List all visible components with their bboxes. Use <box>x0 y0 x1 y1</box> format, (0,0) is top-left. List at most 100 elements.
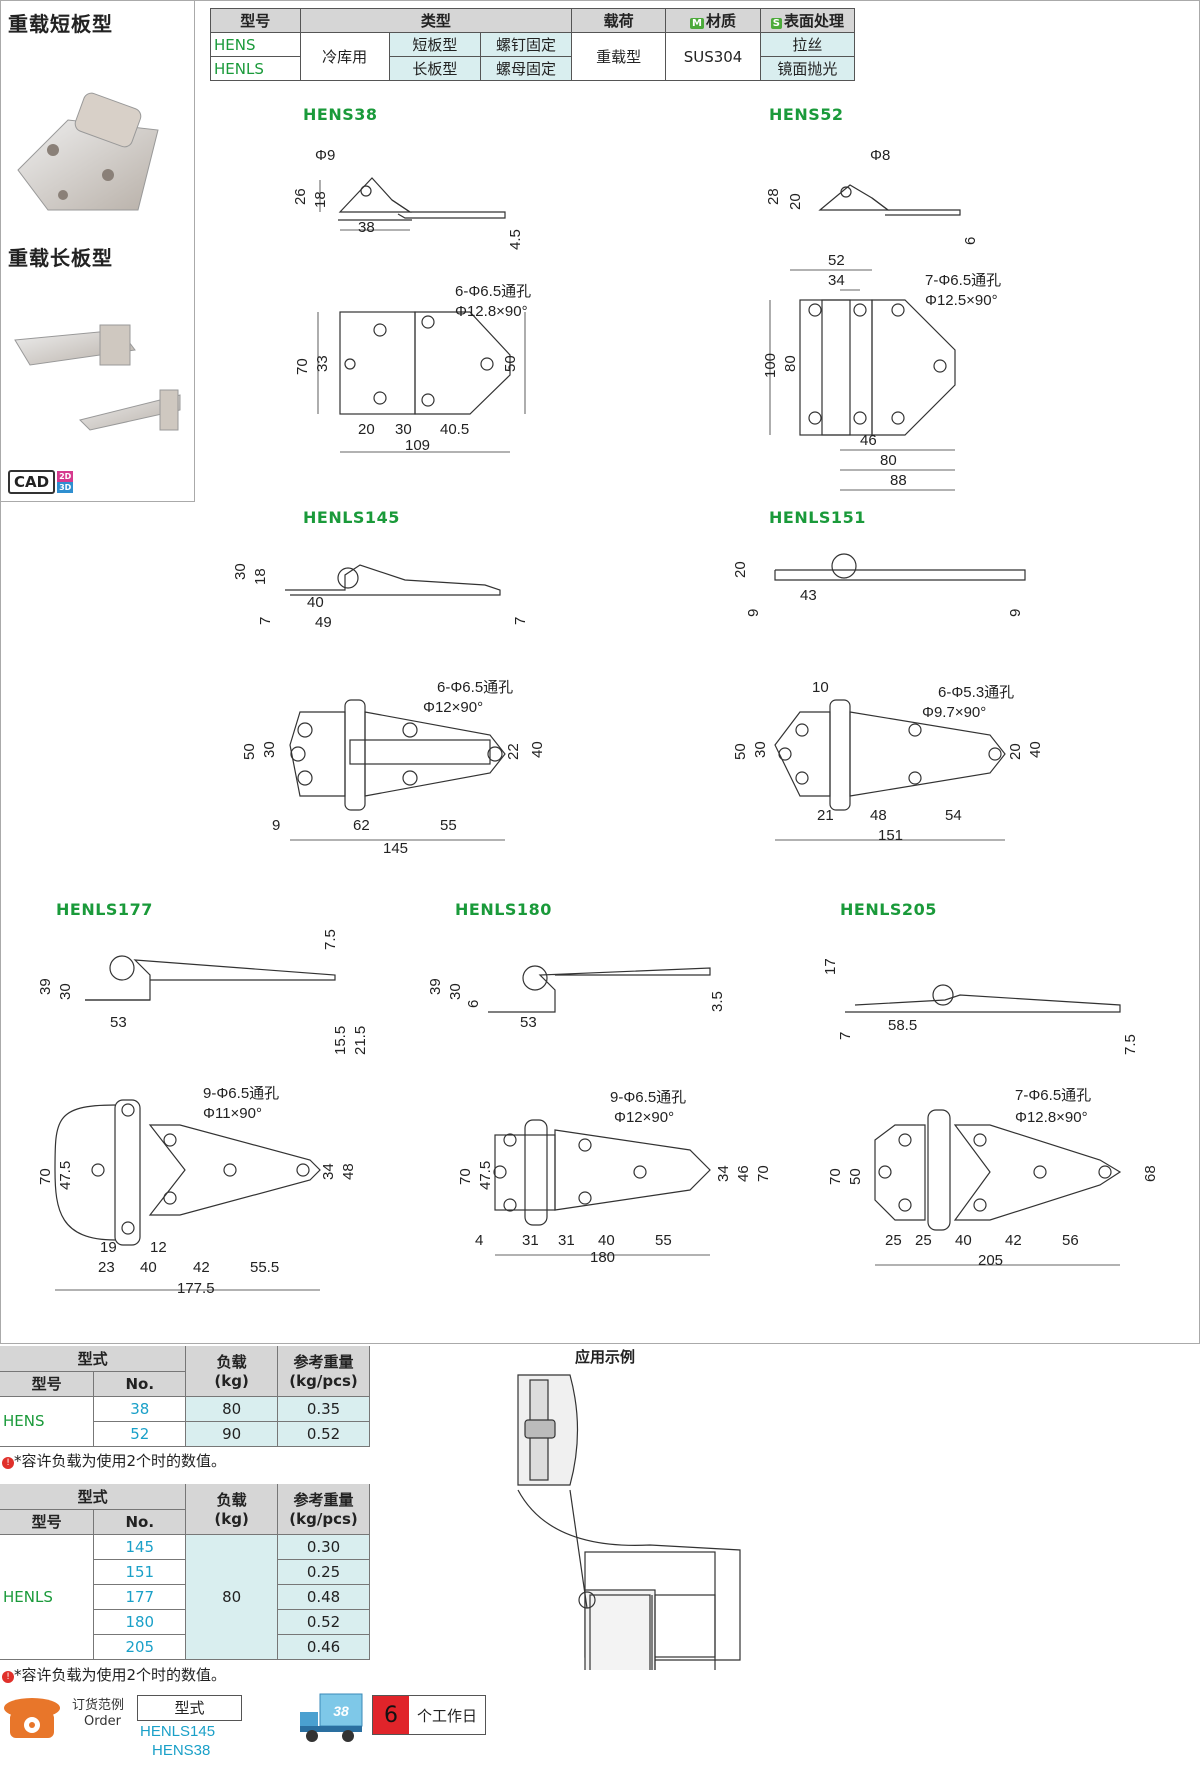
header-weight: 参考重量(kg/pcs) <box>277 1346 370 1397</box>
dim-text: 19 <box>100 1239 117 1256</box>
dim-text: 33 <box>314 355 331 372</box>
dim-text: 9-Φ6.5通孔 <box>203 1085 279 1102</box>
dim-text: 20 <box>1007 743 1024 760</box>
order-type-box: 型式 <box>137 1695 242 1721</box>
fix-cell: 螺钉固定 <box>479 32 573 57</box>
dim-text: 40.5 <box>440 421 469 438</box>
dim-text: 40 <box>955 1232 972 1249</box>
material-cell: SUS304 <box>665 32 761 81</box>
dim-text: 4 <box>475 1232 483 1249</box>
dim-text: 50 <box>241 743 258 760</box>
plate-cell: 短板型 <box>388 32 481 57</box>
dim-text: 28 <box>765 188 782 205</box>
dim-text: 6-Φ6.5通孔 <box>455 283 531 300</box>
plate-cell: 长板型 <box>388 56 481 81</box>
dim-text: 30 <box>57 983 74 1000</box>
header-load: 载荷 <box>571 8 667 33</box>
drawing-label-hens38: HENS38 <box>303 105 378 124</box>
dim-text: 40 <box>140 1259 157 1276</box>
load-cell: 重载型 <box>571 32 667 81</box>
dim-text: 56 <box>1062 1232 1079 1249</box>
header-no: No. <box>93 1509 187 1535</box>
dim-text: 9 <box>272 817 280 834</box>
dim-text: 6 <box>465 1000 482 1008</box>
dim-text: 30 <box>447 983 464 1000</box>
weight-cell: 0.46 <box>277 1634 370 1660</box>
henls180-side-view <box>488 965 711 1013</box>
dim-text: 34 <box>715 1165 732 1182</box>
dim-text: 20 <box>787 193 804 210</box>
dim-text: 4.5 <box>507 229 524 250</box>
truck-badge-number: 38 <box>333 1703 349 1719</box>
order-label-en: Order <box>84 1714 121 1729</box>
dim-text: 151 <box>878 827 903 844</box>
dim-text: 49 <box>315 614 332 631</box>
dim-text: 9-Φ6.5通孔 <box>610 1089 686 1106</box>
application-illustration <box>517 1374 741 1670</box>
dim-text: 58.5 <box>888 1017 917 1034</box>
weight-cell: 0.30 <box>277 1534 370 1560</box>
dim-text: 48 <box>870 807 887 824</box>
dim-text: 7.5 <box>322 929 339 950</box>
drawing-label-henls145: HENLS145 <box>303 508 400 527</box>
order-example-1[interactable]: HENLS145 <box>140 1723 216 1740</box>
dim-text: 100 <box>762 353 779 378</box>
weight-cell: 0.52 <box>277 1609 370 1635</box>
dim-text: 43 <box>800 587 817 604</box>
no-cell: 177 <box>93 1584 187 1610</box>
dim-text: 7.5 <box>1122 1034 1139 1055</box>
dim-text: 18 <box>312 191 329 208</box>
dim-text: 70 <box>827 1168 844 1185</box>
dim-text: 9 <box>745 609 762 617</box>
no-cell: 52 <box>93 1421 187 1447</box>
dim-text: 20 <box>732 561 749 578</box>
usage-cell: 冷库用 <box>299 32 390 81</box>
no-cell: 151 <box>93 1559 187 1585</box>
dim-text: 30 <box>232 563 249 580</box>
hens-load-table: 型式 负载(kg) 参考重量(kg/pcs) 型号 No. HENS 38 80… <box>0 1346 370 1447</box>
henls145-top-view <box>289 699 506 811</box>
henls205-top-view <box>874 1109 1122 1231</box>
henls180-top-view <box>493 1119 711 1226</box>
drawing-label-hens52: HENS52 <box>769 105 844 124</box>
dim-text: Φ8 <box>870 147 890 164</box>
model-cell: HENS <box>0 1396 95 1447</box>
order-label-cn: 订货范例 <box>72 1698 125 1713</box>
dim-text: 62 <box>353 817 370 834</box>
dim-text: 6-Φ6.5通孔 <box>437 679 513 696</box>
drawing-label-henls177: HENLS177 <box>56 900 153 919</box>
dim-text: 42 <box>193 1259 210 1276</box>
material-badge: M <box>690 18 704 29</box>
dim-text: 53 <box>520 1014 537 1031</box>
dim-text: 15.5 <box>332 1026 349 1055</box>
dim-text: Φ12.5×90° <box>925 292 998 309</box>
dim-text: 18 <box>252 568 269 585</box>
dim-text: 53 <box>110 1014 127 1031</box>
order-example-2[interactable]: HENS38 <box>152 1742 211 1759</box>
dim-text: 109 <box>405 437 430 454</box>
dim-text: 38 <box>358 219 375 236</box>
dim-text: 30 <box>261 741 278 758</box>
dim-text: 3.5 <box>709 991 726 1012</box>
dim-text: Φ12.8×90° <box>455 303 528 320</box>
dim-text: 40 <box>598 1232 615 1249</box>
weight-cell: 0.48 <box>277 1584 370 1610</box>
dim-text: 46 <box>735 1165 752 1182</box>
dim-text: 26 <box>292 188 309 205</box>
dim-text: 70 <box>457 1168 474 1185</box>
header-model: 型号 <box>210 8 301 33</box>
cad-badge[interactable]: CAD 2D 3D <box>8 470 74 494</box>
dim-text: 7 <box>257 617 274 625</box>
dim-text: 23 <box>98 1259 115 1276</box>
hens-note: !*容许负载为使用2个时的数值。 <box>2 1450 226 1471</box>
header-no: No. <box>93 1371 187 1397</box>
hens38-top-view <box>339 311 511 415</box>
delivery-days-box: 6 个工作日 <box>372 1695 486 1735</box>
weight-cell: 0.52 <box>277 1421 370 1447</box>
cad-3d-tag: 3D <box>57 482 74 493</box>
dim-text: 80 <box>880 452 897 469</box>
dim-text: 7 <box>512 617 529 625</box>
drawing-label-henls205: HENLS205 <box>840 900 937 919</box>
dim-text: 17 <box>822 958 839 975</box>
